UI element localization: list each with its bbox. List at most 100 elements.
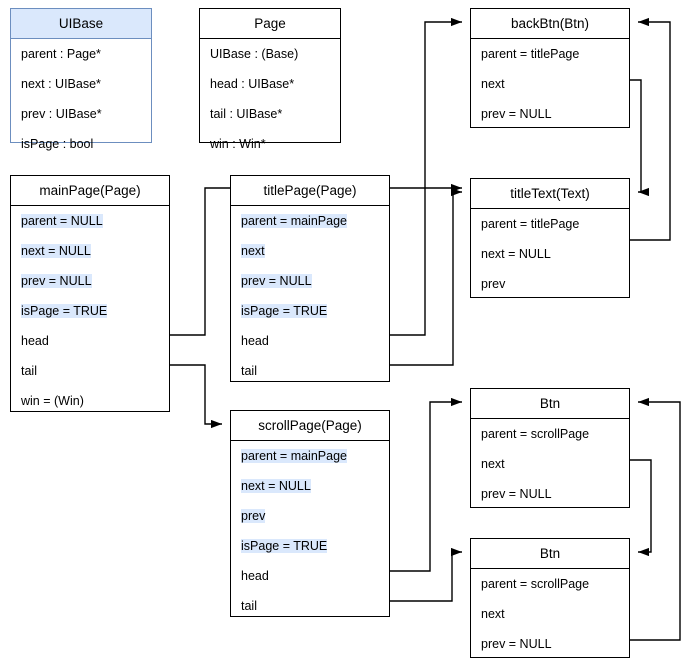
class-box-row-text: prev (481, 277, 506, 291)
class-box-row-text: parent = NULL (21, 214, 103, 228)
connector-titletext-next-to-backbtn (630, 17, 671, 241)
class-box-row: win = (Win) (11, 386, 169, 416)
class-box-title: scrollPage(Page) (231, 411, 389, 441)
class-box-row: parent = mainPage (231, 206, 389, 236)
class-box-row: isPage : bool (11, 129, 151, 159)
class-box-title: titleText(Text) (471, 179, 629, 209)
class-box-row-text: next = NULL (21, 244, 91, 258)
connector-scrollpage-tail-to-btn2 (390, 547, 462, 602)
class-box-row: prev = NULL (471, 99, 629, 129)
class-box-row: parent = NULL (11, 206, 169, 236)
class-box-row: prev (471, 269, 629, 299)
class-box-row-text: prev = NULL (21, 274, 92, 288)
class-box-row-text: tail (241, 599, 257, 613)
class-box-row: prev = NULL (11, 266, 169, 296)
class-box-row-text: head (241, 569, 269, 583)
class-box-row: isPage = TRUE (231, 531, 389, 561)
class-box-rows: parent = scrollPage next prev = NULL (471, 569, 629, 659)
class-box-row-text: isPage = TRUE (21, 304, 108, 318)
class-box-title: Btn (471, 539, 629, 569)
class-box-mainpage[interactable]: mainPage(Page) parent = NULL next = NULL pr… (10, 175, 170, 412)
class-box-rows: parent = NULL next = NULL prev = NULL isPag… (11, 206, 169, 416)
class-box-row: next (471, 449, 629, 479)
connector-backbtn-next-to-titletext (630, 79, 650, 197)
class-box-row-text: next (481, 607, 505, 621)
class-box-row: next = NULL (11, 236, 169, 266)
class-box-titlepage[interactable]: titlePage(Page) parent = mainPage next prev… (230, 175, 390, 382)
class-box-row: parent : Page* (11, 39, 151, 69)
class-box-row: tail (231, 356, 389, 386)
class-box-row-text: head (241, 334, 269, 348)
class-box-row: next (471, 69, 629, 99)
class-box-row-text: next = NULL (241, 479, 311, 493)
class-box-rows: parent = scrollPage next prev = NULL (471, 419, 629, 509)
class-box-row: UIBase : (Base) (200, 39, 340, 69)
class-box-title: Page (200, 9, 340, 39)
class-box-rows: parent = mainPage next = NULL prev isPage =… (231, 441, 389, 621)
class-box-rows: parent = mainPage next prev = NULL isPage =… (231, 206, 389, 386)
class-box-row: next (231, 236, 389, 266)
class-box-btn1[interactable]: Btn parent = scrollPage next prev = NULL (470, 388, 630, 508)
class-box-row: isPage = TRUE (231, 296, 389, 326)
connector-scrollpage-head-to-btn1 (390, 397, 462, 572)
class-box-scrollpage[interactable]: scrollPage(Page) parent = mainPage next = … (230, 410, 390, 617)
class-box-row: next (471, 599, 629, 629)
class-box-title: backBtn(Btn) (471, 9, 629, 39)
class-box-row-text: parent = titlePage (481, 47, 580, 61)
class-box-row: tail (11, 356, 169, 386)
connector-btn1-next-to-btn2 (630, 459, 652, 557)
class-box-row: next = NULL (231, 471, 389, 501)
class-box-row: parent = titlePage (471, 209, 629, 239)
class-box-row-text: tail : UIBase* (210, 107, 283, 121)
class-box-row: prev : UIBase* (11, 99, 151, 129)
class-box-row-text: parent = scrollPage (481, 427, 590, 441)
class-box-row-text: prev (241, 509, 266, 523)
class-box-row: prev = NULL (471, 629, 629, 659)
class-box-row-text: prev : UIBase* (21, 107, 102, 121)
class-box-rows: UIBase : (Base) head : UIBase* tail : UIBa… (200, 39, 340, 159)
class-box-titletext[interactable]: titleText(Text)parent = titlePage next = … (470, 178, 630, 298)
class-box-row-text: parent = scrollPage (481, 577, 590, 591)
class-box-rows: parent = titlePage next = NULL prev (471, 209, 629, 299)
class-box-title: Btn (471, 389, 629, 419)
class-box-row: win : Win* (200, 129, 340, 159)
class-box-row-text: next (481, 457, 505, 471)
class-box-title: titlePage(Page) (231, 176, 389, 206)
class-box-row-text: prev = NULL (481, 637, 552, 651)
class-box-row: next = NULL (471, 239, 629, 269)
class-box-row-text: prev = NULL (481, 487, 552, 501)
class-box-row-text: win = (Win) (21, 394, 84, 408)
class-box-row: head (11, 326, 169, 356)
class-box-row-text: isPage = TRUE (241, 304, 328, 318)
class-box-row-text: win : Win* (210, 137, 266, 151)
class-box-row-text: parent = mainPage (241, 449, 347, 463)
connector-titlepage-head-to-backbtn (390, 17, 462, 336)
class-box-row-text: tail (241, 364, 257, 378)
class-box-row-text: next (241, 244, 265, 258)
connector-btn2-prev-to-btn1 (630, 397, 681, 641)
class-box-row-text: prev = NULL (241, 274, 312, 288)
class-box-row: prev (231, 501, 389, 531)
class-box-row-text: isPage : bool (21, 137, 94, 151)
class-box-row: tail (231, 591, 389, 621)
class-box-row-text: parent : Page* (21, 47, 101, 61)
class-box-row: prev = NULL (231, 266, 389, 296)
class-box-row: parent = titlePage (471, 39, 629, 69)
class-box-row: parent = scrollPage (471, 569, 629, 599)
class-box-row-text: head : UIBase* (210, 77, 295, 91)
class-box-row: head : UIBase* (200, 69, 340, 99)
class-box-row: prev = NULL (471, 479, 629, 509)
class-box-title: mainPage(Page) (11, 176, 169, 206)
class-box-btn2[interactable]: Btn parent = scrollPage next prev = NULL (470, 538, 630, 658)
connector-titlepage-tail-to-titletext (390, 187, 462, 366)
class-box-row: tail : UIBase* (200, 99, 340, 129)
class-box-row-text: parent = mainPage (241, 214, 347, 228)
class-box-row: next : UIBase* (11, 69, 151, 99)
class-box-rows: parent : Page* next : UIBase* prev : UIBas… (11, 39, 151, 159)
class-box-row-text: next = NULL (481, 247, 551, 261)
